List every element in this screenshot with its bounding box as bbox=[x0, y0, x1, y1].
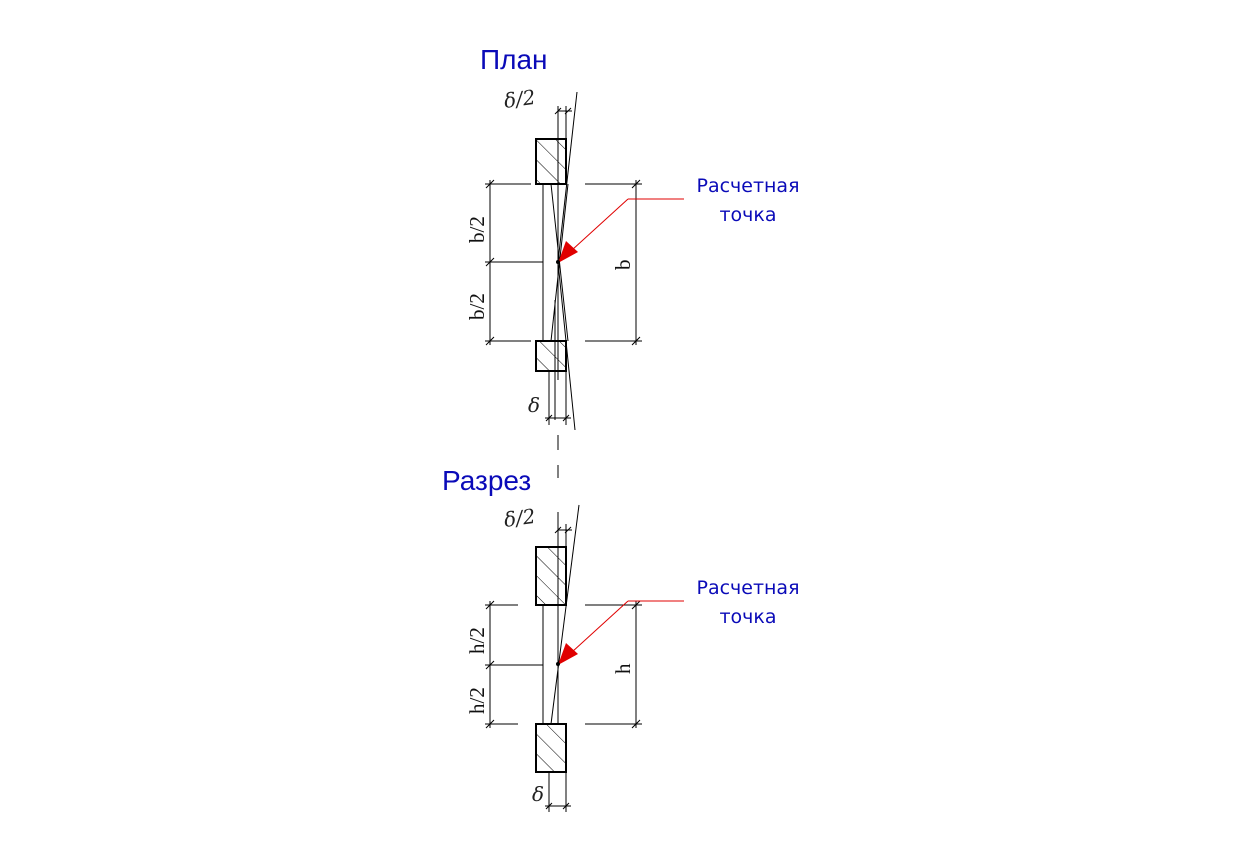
section-label-delta: δ bbox=[532, 782, 544, 806]
plan-view: План b/2 b/ bbox=[465, 44, 800, 478]
section-dimension-right bbox=[585, 600, 642, 729]
plan-label-b-half-upper: b/2 bbox=[465, 216, 489, 243]
section-calculation-point bbox=[556, 662, 560, 666]
plan-wall-upper bbox=[535, 138, 567, 185]
section-dimension-half-delta bbox=[554, 524, 572, 547]
section-wall-lower bbox=[535, 723, 567, 773]
plan-label-half-delta: δ/2 bbox=[502, 85, 537, 113]
section-label-half-delta: δ/2 bbox=[502, 504, 537, 532]
section-note-line1: Расчетная bbox=[696, 577, 799, 599]
section-view: Разрез h/2 h/2 bbox=[442, 465, 800, 812]
plan-dimension-delta bbox=[545, 371, 571, 425]
plan-dimension-half-delta bbox=[554, 106, 572, 139]
section-dimension-delta bbox=[545, 772, 571, 812]
plan-dimension-right bbox=[585, 179, 642, 346]
plan-title: План bbox=[480, 44, 548, 75]
plan-label-delta: δ bbox=[528, 393, 540, 417]
plan-note-line2: точка bbox=[719, 204, 776, 226]
section-label-h-half-upper: h/2 bbox=[465, 627, 489, 654]
section-wall-upper bbox=[535, 546, 567, 606]
section-opening-lines bbox=[542, 504, 580, 725]
section-dimension-left bbox=[485, 600, 543, 729]
plan-label-b: b bbox=[611, 260, 635, 271]
section-label-h-half-lower: h/2 bbox=[465, 687, 489, 714]
plan-leader bbox=[556, 198, 684, 264]
plan-wall-lower bbox=[535, 340, 567, 372]
section-leader bbox=[556, 600, 684, 666]
plan-calculation-point bbox=[556, 260, 560, 264]
plan-label-b-half-lower: b/2 bbox=[465, 293, 489, 320]
plan-note-line1: Расчетная bbox=[696, 175, 799, 197]
section-leader-arrow-icon bbox=[558, 643, 578, 665]
section-title: Разрез bbox=[442, 465, 531, 496]
plan-dimension-left bbox=[485, 179, 543, 346]
section-note-line2: точка bbox=[719, 606, 776, 628]
section-label-h: h bbox=[611, 663, 635, 674]
plan-leader-arrow-icon bbox=[558, 241, 578, 263]
